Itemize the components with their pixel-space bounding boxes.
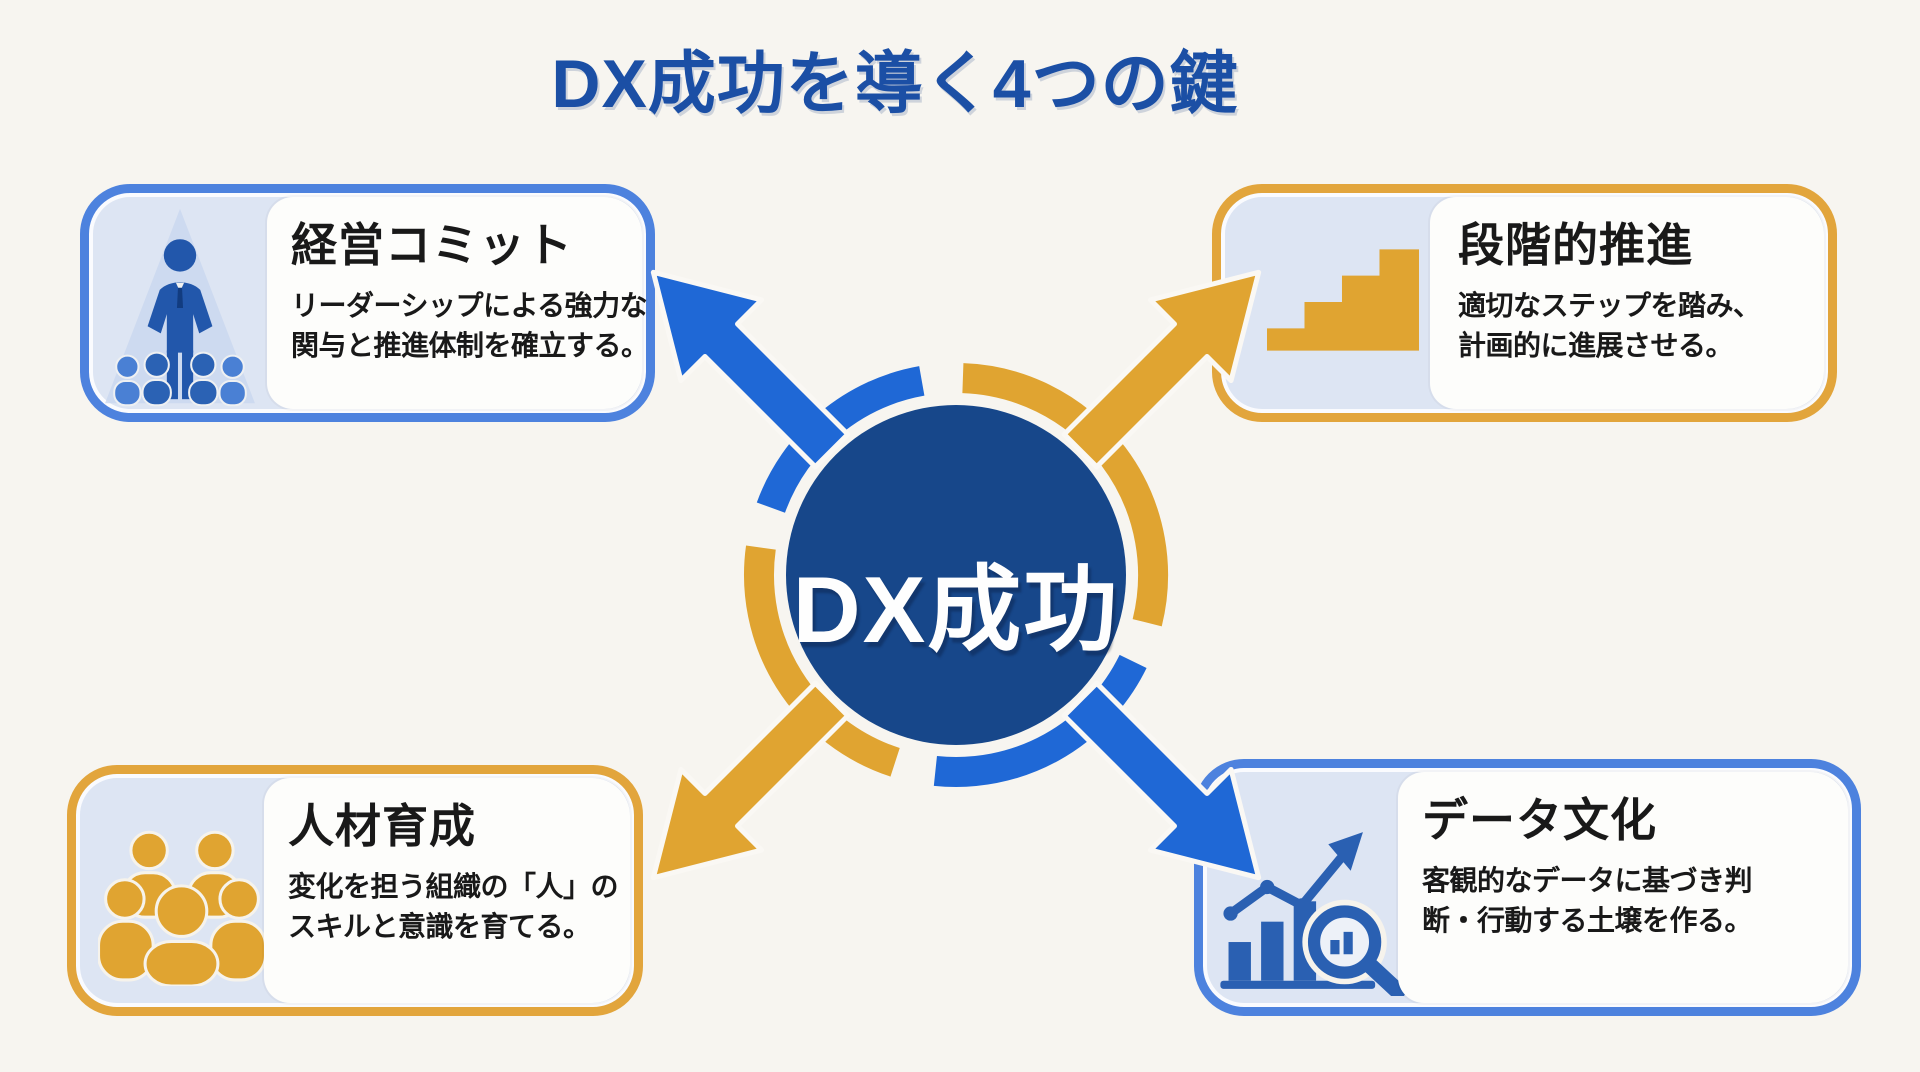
card-description: リーダーシップによる強力な 関与と推進体制を確立する。 (291, 289, 649, 361)
people-group-icon (98, 830, 266, 986)
center-label: DX成功 (792, 557, 1120, 662)
card-description: 客観的なデータに基づき判 断・行動する土壌を作る。 (1422, 864, 1753, 936)
card-data-culture: データ文化 客観的なデータに基づき判 断・行動する土壌を作る。 (1194, 759, 1861, 1016)
card-description: 適切なステップを踏み、 計画的に進展させる。 (1458, 289, 1761, 361)
stairs-icon (1267, 249, 1419, 351)
card-management-commitment: 経営コミット リーダーシップによる強力な 関与と推進体制を確立する。 (80, 184, 655, 422)
ring-arc-bottom-left (744, 545, 900, 777)
card-description: 変化を担う組織の「人」の スキルと意識を育てる。 (288, 870, 619, 942)
card-stepwise-promotion: 段階的推進 適切なステップを踏み、 計画的に進展させる。 (1212, 184, 1837, 422)
page-title: DX成功を導く4つの鍵 (551, 46, 1239, 122)
card-text-panel: 段階的推進 適切なステップを踏み、 計画的に進展させる。 (1430, 197, 1824, 409)
card-title: 経営コミット (291, 219, 573, 271)
leader-spotlight-icon (105, 208, 255, 407)
card-title: 人材育成 (288, 800, 476, 852)
ring-arc-bottom-right (933, 654, 1147, 787)
magnifier-halo (1302, 899, 1387, 985)
arrow-to-talent-development (650, 680, 851, 881)
data-chart-magnifier-icon (1220, 832, 1406, 996)
card-title: 段階的推進 (1458, 219, 1693, 271)
arrow-to-data-culture (1061, 680, 1262, 881)
card-talent-development: 人材育成 変化を担う組織の「人」の スキルと意識を育てる。 (67, 765, 643, 1016)
card-text-panel: 人材育成 変化を担う組織の「人」の スキルと意識を育てる。 (264, 778, 630, 1003)
card-text-panel: 経営コミット リーダーシップによる強力な 関与と推進体制を確立する。 (267, 197, 649, 409)
arrow-to-stepwise-promotion (1061, 269, 1262, 470)
center-circle (786, 405, 1126, 745)
card-title: データ文化 (1422, 794, 1657, 846)
card-text-panel: データ文化 客観的なデータに基づき判 断・行動する土壌を作る。 (1398, 772, 1848, 1003)
arrow-to-management-commitment (650, 269, 851, 470)
ring-arc-top-right (962, 363, 1169, 627)
center-hub-diagram (650, 269, 1262, 881)
